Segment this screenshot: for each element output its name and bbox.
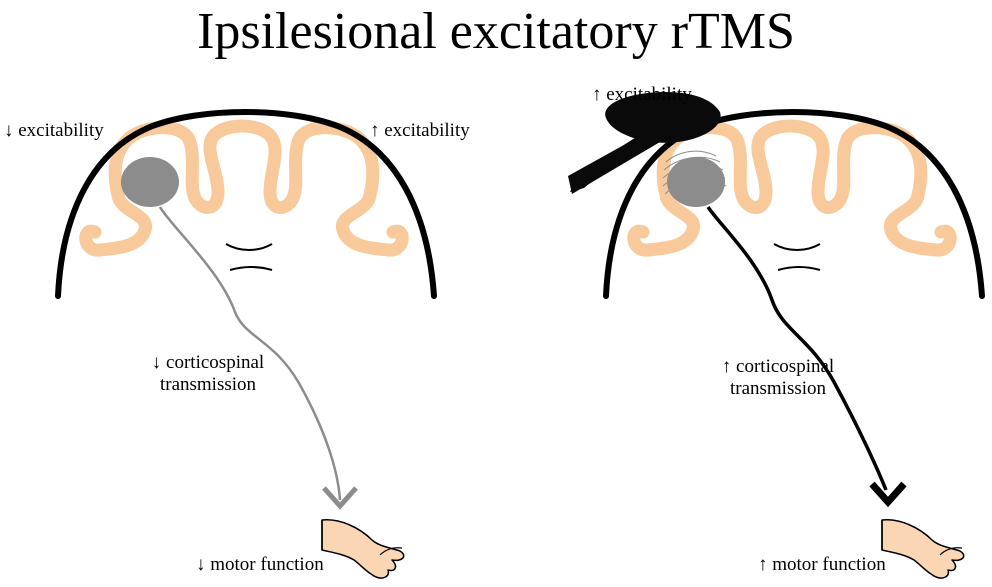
tract-arrowhead-right xyxy=(869,481,907,508)
induced-field-arcs xyxy=(662,150,727,195)
tract-arrowhead-left xyxy=(322,486,358,510)
brain-right xyxy=(603,109,985,299)
lesion-icon-left xyxy=(121,157,179,207)
right-stimulated-excitability-label: ↑ excitability xyxy=(592,84,692,105)
skull-outline-right xyxy=(603,109,985,299)
corticospinal-tract-left xyxy=(158,206,342,501)
tms-coil-icon xyxy=(568,92,721,194)
right-corticospinal-line2: transmission xyxy=(729,378,827,399)
skull-outline-left xyxy=(55,109,437,299)
right-panel xyxy=(568,92,985,579)
lesion-icon-right xyxy=(667,157,725,207)
corticospinal-tract-right xyxy=(706,206,888,491)
figure-title: Ipsilesional excitatory rTMS xyxy=(197,3,795,60)
right-motor-function-label: ↑ motor function xyxy=(758,554,886,575)
left-corticospinal-label: ↓ corticospinal transmission xyxy=(138,352,278,396)
left-lesioned-excitability-label: ↓ excitability xyxy=(4,120,104,141)
left-corticospinal-line1: ↓ corticospinal xyxy=(151,352,265,373)
ventricle-lower-right xyxy=(777,266,821,271)
left-motor-function-label: ↓ motor function xyxy=(196,554,324,575)
left-panel xyxy=(55,109,437,579)
ventricle-lower-left xyxy=(229,266,273,271)
right-corticospinal-line1: ↑ corticospinal xyxy=(721,356,835,377)
forearm-hand-icon-left xyxy=(321,519,405,579)
left-corticospinal-line2: transmission xyxy=(159,374,257,395)
right-corticospinal-label: ↑ corticospinal transmission xyxy=(708,356,848,400)
ventricle-upper-left xyxy=(225,243,273,251)
left-contralesional-excitability-label: ↑ excitability xyxy=(370,120,470,141)
forearm-hand-icon-right xyxy=(881,519,965,579)
ventricle-upper-right xyxy=(773,243,821,251)
brain-left xyxy=(55,109,437,299)
